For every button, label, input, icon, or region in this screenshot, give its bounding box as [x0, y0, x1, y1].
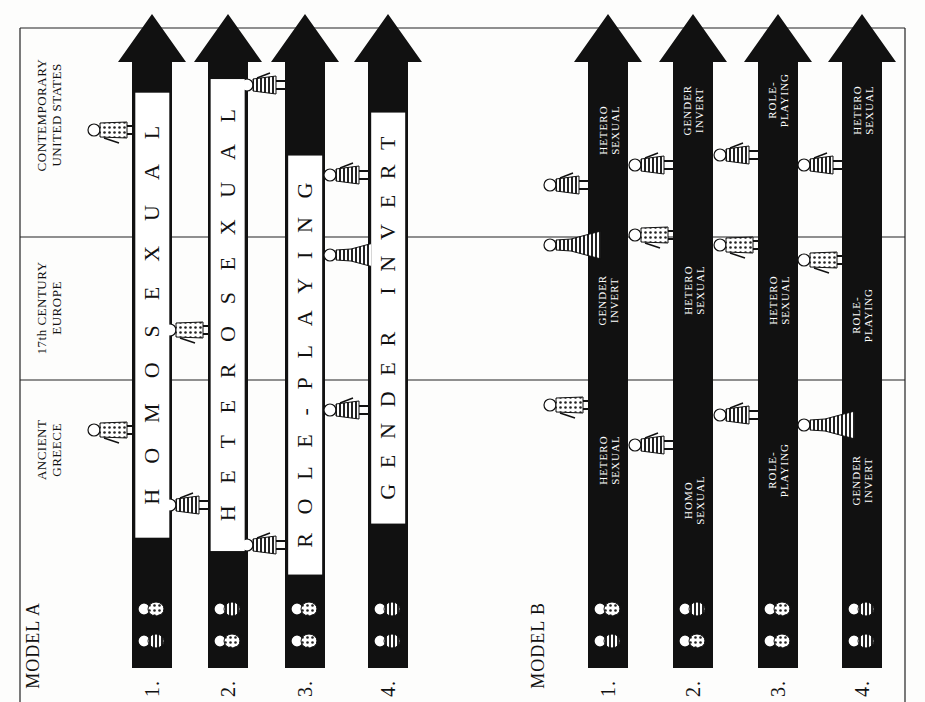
adult-figure	[544, 231, 601, 259]
baby-figure	[594, 602, 622, 616]
adult-figure	[714, 143, 769, 164]
band-label: GENDER INVERT	[375, 121, 400, 500]
arrow-label: ROLE-PLAYING	[850, 288, 874, 342]
arrow-label: HETERO SEXUAL	[850, 85, 874, 134]
row-number: 2.	[682, 680, 705, 697]
era-heading: CONTEMPORARY UNITED STATES	[35, 50, 65, 180]
baby-figure	[764, 602, 792, 616]
baby-figure	[214, 602, 242, 616]
adult-figure	[714, 237, 769, 258]
era-heading: ANCIENT GREECE	[35, 420, 65, 480]
band-label: HOMOSEXUAL	[139, 101, 164, 505]
row-number: 3.	[294, 680, 317, 697]
arrow-label: HETERO SEXUAL	[596, 435, 620, 484]
frame-line	[904, 28, 905, 702]
development-arrow	[271, 14, 339, 668]
adult-figure	[798, 411, 855, 439]
row-number: 1.	[597, 680, 620, 697]
arrow-label: GENDER INVERT	[596, 275, 620, 326]
development-arrow	[744, 14, 812, 668]
model-title: MODEL B	[528, 601, 549, 688]
development-arrow	[194, 14, 262, 668]
category-band: GENDER INVERT	[371, 113, 405, 524]
band-label: HETEROSEXUAL	[215, 87, 240, 521]
development-arrow	[828, 14, 896, 668]
adult-figure	[544, 397, 599, 418]
row-number: 3.	[767, 680, 790, 697]
row-number: 4.	[851, 680, 874, 697]
baby-figure	[291, 602, 319, 616]
baby-figure	[594, 634, 622, 648]
baby-figures	[138, 602, 876, 648]
adult-figure	[544, 173, 599, 194]
baby-figure	[848, 634, 876, 648]
arrow-label: HETERO SEXUAL	[766, 275, 790, 324]
development-arrow	[354, 14, 422, 668]
arrow-label: HETERO SEXUAL	[596, 105, 620, 154]
model-title: MODEL A	[23, 601, 44, 688]
baby-figure	[679, 634, 707, 648]
baby-figure	[848, 602, 876, 616]
adult-figures	[88, 73, 855, 554]
arrow-label: GENDER INVERT	[681, 85, 705, 136]
row-number: 2.	[217, 680, 240, 697]
band-label: ROLE-PLAYING	[292, 164, 317, 548]
baby-figure	[374, 634, 402, 648]
category-band: HOMOSEXUAL	[135, 93, 169, 538]
baby-figure	[374, 602, 402, 616]
frame-line	[19, 28, 20, 702]
adult-figure	[629, 227, 684, 248]
arrow-label: ROLE-PLAYING	[766, 443, 790, 497]
era-heading: 17th CENTURY EUROPE	[35, 243, 65, 373]
arrow-label: HOMO SEXUAL	[681, 475, 705, 524]
adult-figure	[629, 153, 684, 174]
arrow-label: HETERO SEXUAL	[681, 265, 705, 314]
adult-figure	[241, 73, 296, 94]
row-number: 4.	[377, 680, 400, 697]
adult-figure	[714, 403, 769, 424]
baby-figure	[764, 634, 792, 648]
adult-figure	[798, 153, 853, 174]
baby-figure	[138, 602, 166, 616]
baby-figure	[138, 634, 166, 648]
arrow-label: ROLE-PLAYING	[766, 73, 790, 127]
arrow-label: GENDER INVERT	[850, 455, 874, 506]
category-band: ROLE-PLAYING	[288, 156, 322, 575]
adult-figure	[629, 433, 684, 454]
development-arrows	[118, 14, 896, 668]
category-band: HETEROSEXUAL	[211, 79, 245, 551]
adult-figure	[798, 252, 853, 273]
development-arrow	[659, 14, 727, 668]
baby-figure	[291, 634, 319, 648]
row-number: 1.	[141, 680, 164, 697]
baby-figure	[679, 602, 707, 616]
development-arrow	[574, 14, 642, 668]
baby-figure	[214, 634, 242, 648]
development-arrow	[118, 14, 186, 668]
